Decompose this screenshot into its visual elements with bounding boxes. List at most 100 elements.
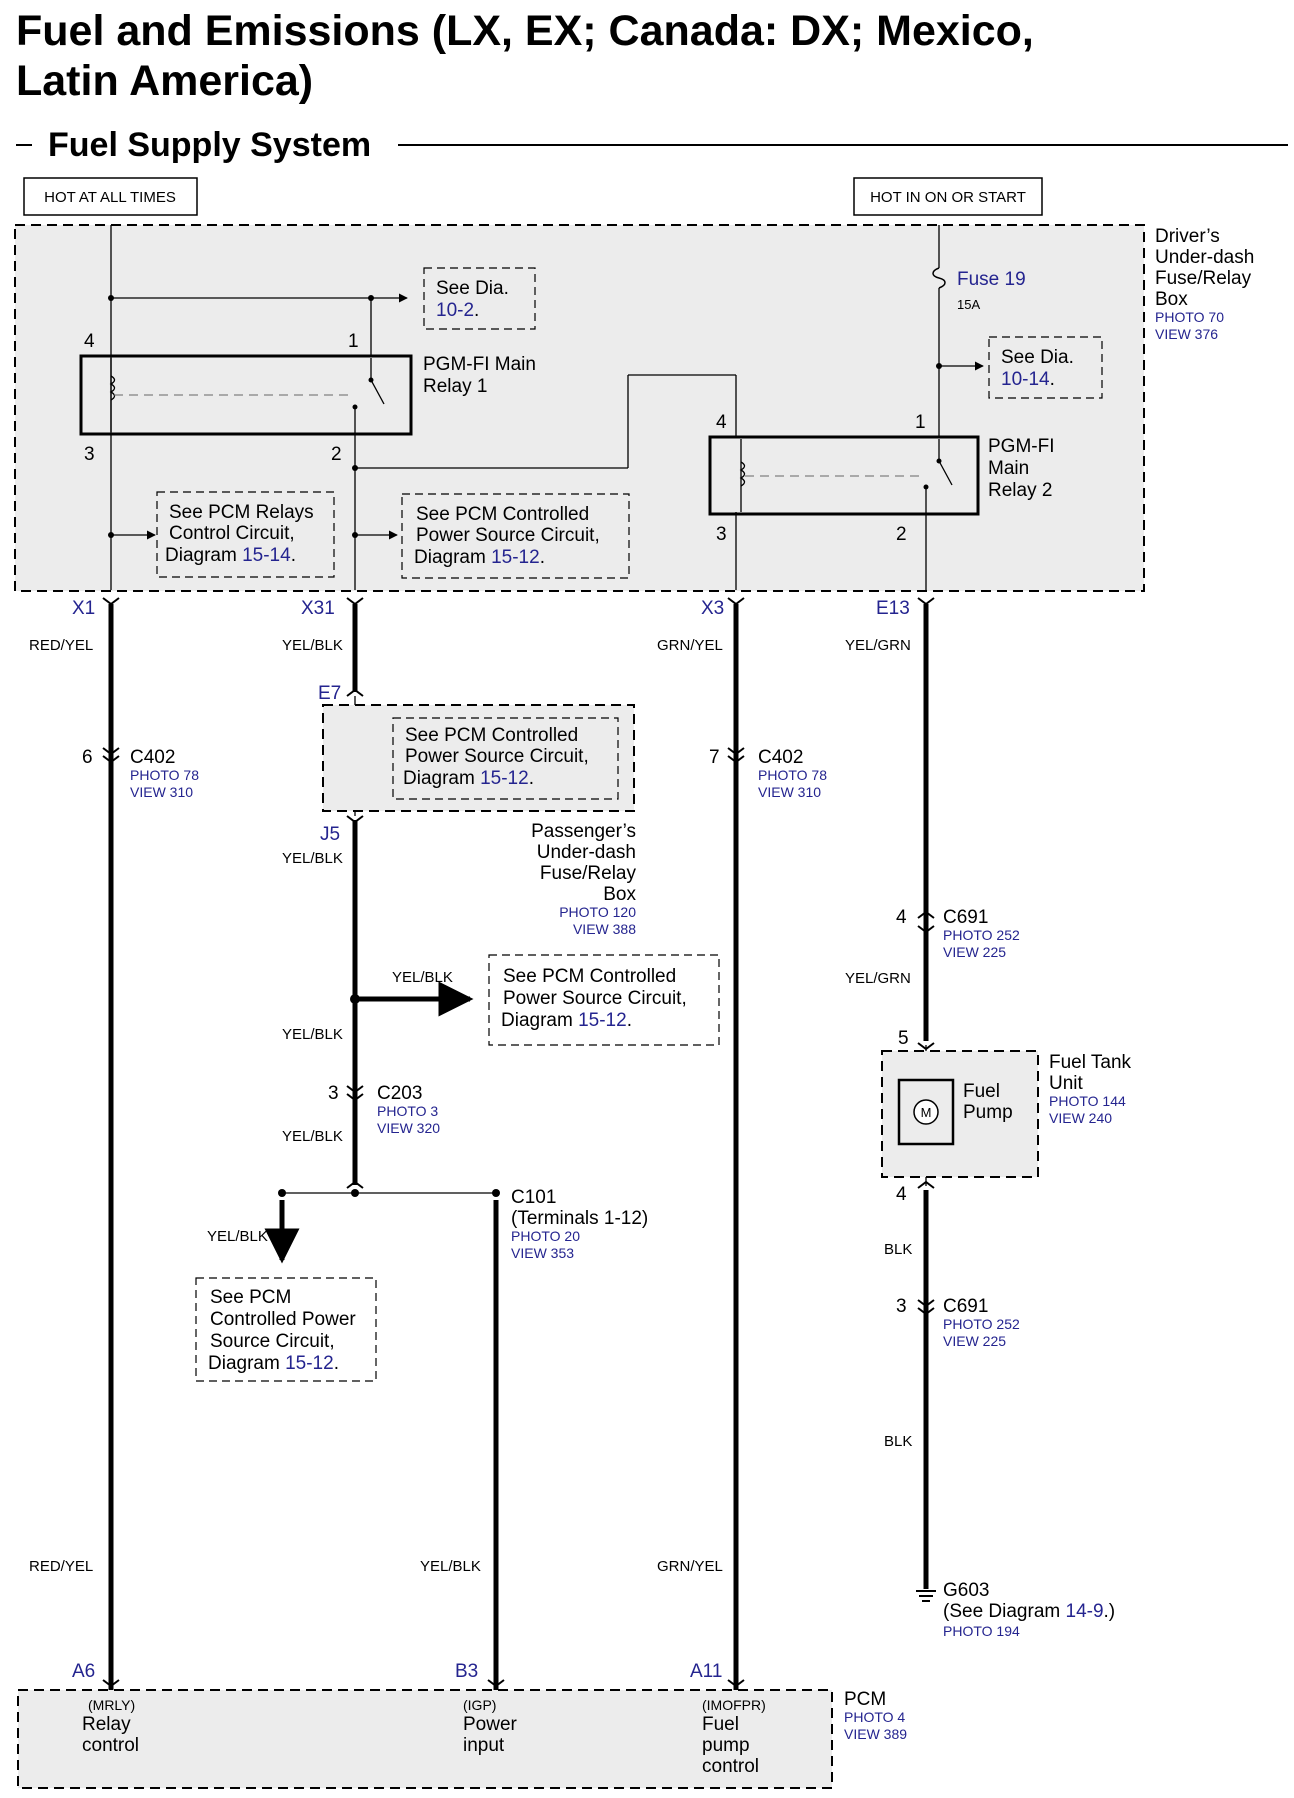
svg-text:VIEW 376: VIEW 376	[1155, 326, 1218, 342]
svg-text:YEL/BLK: YEL/BLK	[420, 1558, 481, 1575]
svg-text:Box: Box	[603, 884, 636, 905]
svg-text:See PCM Relays: See PCM Relays	[169, 502, 314, 523]
svg-text:B3: B3	[455, 1661, 478, 1682]
diagram-15-12-link-2[interactable]: 15-12	[480, 768, 529, 789]
svg-text:See PCM: See PCM	[210, 1287, 291, 1308]
svg-text:Fuse/Relay: Fuse/Relay	[1155, 268, 1252, 289]
svg-text:Diagram 15-14.: Diagram 15-14.	[165, 545, 296, 566]
motor-icon	[913, 1099, 939, 1125]
pcm-box: PCM PHOTO 4 VIEW 389 (MRLY) Relay contro…	[17, 1689, 907, 1789]
svg-text:See PCM Controlled: See PCM Controlled	[416, 504, 589, 525]
ref-pcm-relays-control: See PCM Relays Control Circuit, Diagram …	[156, 491, 335, 578]
svg-text:3: 3	[328, 1083, 339, 1104]
svg-text:YEL/BLK: YEL/BLK	[392, 969, 453, 986]
fuel-pump: M Fuel Pump	[897, 1078, 1013, 1146]
svg-text:VIEW 225: VIEW 225	[943, 944, 1006, 960]
page-title-line-2: Latin America)	[16, 57, 314, 105]
svg-text:Diagram 15-12.: Diagram 15-12.	[208, 1353, 339, 1374]
dia-10-2-link[interactable]: 10-2	[436, 300, 474, 321]
svg-text:(IMOFPR): (IMOFPR)	[702, 1697, 766, 1713]
svg-text:PHOTO 78: PHOTO 78	[758, 767, 827, 783]
connector-c691-top: 4 C691 PHOTO 252 VIEW 225	[896, 907, 1020, 960]
svg-text:Pump: Pump	[963, 1102, 1013, 1123]
diagram-15-12-link-1[interactable]: 15-12	[491, 547, 540, 568]
connector-c203: 3 C203 PHOTO 3 VIEW 320	[328, 1083, 440, 1136]
svg-text:Power Source Circuit,: Power Source Circuit,	[416, 525, 600, 546]
svg-text:YEL/BLK: YEL/BLK	[282, 1128, 343, 1145]
svg-text:VIEW 310: VIEW 310	[130, 784, 193, 800]
svg-text:control: control	[702, 1756, 759, 1777]
svg-text:C691: C691	[943, 907, 988, 928]
dia-10-14-link[interactable]: 10-14	[1001, 369, 1050, 390]
svg-text:Box: Box	[1155, 289, 1188, 310]
wire-color-labels: RED/YEL YEL/BLK GRN/YEL YEL/GRN YEL/BLK …	[29, 637, 912, 1575]
svg-text:6: 6	[82, 747, 93, 768]
svg-text:E13: E13	[876, 598, 910, 619]
heavy-wires	[108, 604, 929, 1690]
svg-text:3: 3	[896, 1296, 907, 1317]
svg-text:VIEW 353: VIEW 353	[511, 1245, 574, 1261]
section-heading: Fuel Supply System	[16, 126, 1288, 164]
svg-text:Diagram 15-12.: Diagram 15-12.	[414, 547, 545, 568]
svg-text:X31: X31	[301, 598, 335, 619]
svg-text:G603: G603	[943, 1580, 989, 1601]
svg-text:4: 4	[716, 412, 727, 433]
svg-text:RED/YEL: RED/YEL	[29, 1558, 93, 1575]
svg-text:HOT AT ALL TIMES: HOT AT ALL TIMES	[44, 189, 176, 206]
svg-text:Diagram 15-12.: Diagram 15-12.	[501, 1010, 632, 1031]
driver-box-terminals: X1 X31 X3 E13	[72, 598, 910, 619]
svg-text:M: M	[921, 1105, 932, 1120]
svg-text:2: 2	[331, 444, 342, 465]
svg-text:input: input	[463, 1735, 505, 1756]
connector-chevrons	[102, 597, 935, 1688]
svg-text:(See Diagram 14-9.): (See Diagram 14-9.)	[943, 1601, 1115, 1622]
svg-text:GRN/YEL: GRN/YEL	[657, 1558, 723, 1575]
ref-pcm-power-source-3: See PCM Controlled Power Source Circuit,…	[488, 954, 720, 1046]
svg-text:PHOTO 120: PHOTO 120	[559, 904, 636, 920]
diagram-15-12-link-4[interactable]: 15-12	[285, 1353, 334, 1374]
svg-text:PHOTO 70: PHOTO 70	[1155, 309, 1224, 325]
svg-text:control: control	[82, 1735, 139, 1756]
svg-text:YEL/GRN: YEL/GRN	[845, 637, 911, 654]
svg-text:PGM-FI Main: PGM-FI Main	[423, 354, 536, 375]
fuel-tank-unit: 5 4 Fuel Tank Unit PHOTO 144 VIEW 240	[881, 1028, 1132, 1205]
pgm-fi-main-relay-1: 4 1 3 2 PGM-FI Main Relay 1	[79, 331, 536, 465]
svg-text:See PCM Controlled: See PCM Controlled	[503, 966, 676, 987]
svg-text:VIEW 225: VIEW 225	[943, 1333, 1006, 1349]
page-title: Fuel and Emissions (LX, EX; Canada: DX; …	[16, 6, 1196, 106]
svg-text:Unit: Unit	[1049, 1073, 1084, 1094]
ground-icon	[916, 1590, 936, 1602]
svg-text:Power Source Circuit,: Power Source Circuit,	[405, 746, 589, 767]
svg-text:YEL/BLK: YEL/BLK	[282, 637, 343, 654]
svg-text:Relay: Relay	[82, 1714, 131, 1735]
fuse-19: Fuse 19 15A	[932, 267, 1026, 312]
svg-text:7: 7	[709, 747, 720, 768]
svg-text:15A: 15A	[957, 297, 980, 312]
svg-text:(IGP): (IGP)	[463, 1697, 496, 1713]
svg-text:C402: C402	[130, 747, 175, 768]
svg-text:J5: J5	[320, 824, 340, 845]
diagram-14-9-link[interactable]: 14-9	[1066, 1601, 1104, 1622]
svg-text:YEL/BLK: YEL/BLK	[282, 1026, 343, 1043]
svg-text:3: 3	[84, 444, 95, 465]
driver-box-junctions	[108, 295, 942, 538]
pcm-terminals: A6 B3 A11	[72, 1661, 722, 1682]
passenger-fuse-relay-box: See PCM Controlled Power Source Circuit,…	[318, 683, 636, 937]
svg-text:PHOTO 252: PHOTO 252	[943, 1316, 1020, 1332]
svg-text:C203: C203	[377, 1083, 422, 1104]
svg-text:See Dia.: See Dia.	[1001, 347, 1074, 368]
svg-text:C402: C402	[758, 747, 803, 768]
diagram-15-12-link-3[interactable]: 15-12	[578, 1010, 627, 1031]
svg-text:X1: X1	[72, 598, 95, 619]
svg-text:Relay 1: Relay 1	[423, 376, 487, 397]
svg-text:PCM: PCM	[844, 1689, 886, 1710]
diagram-15-14-link[interactable]: 15-14	[242, 545, 291, 566]
svg-text:Fuel: Fuel	[963, 1081, 1000, 1102]
svg-text:See Dia.: See Dia.	[436, 278, 509, 299]
svg-text:VIEW 388: VIEW 388	[573, 921, 636, 937]
svg-text:Relay 2: Relay 2	[988, 480, 1052, 501]
svg-text:Source Circuit,: Source Circuit,	[210, 1331, 335, 1352]
svg-text:A6: A6	[72, 1661, 95, 1682]
svg-text:pump: pump	[702, 1735, 750, 1756]
page-title-line-1: Fuel and Emissions (LX, EX; Canada: DX; …	[16, 7, 1034, 55]
